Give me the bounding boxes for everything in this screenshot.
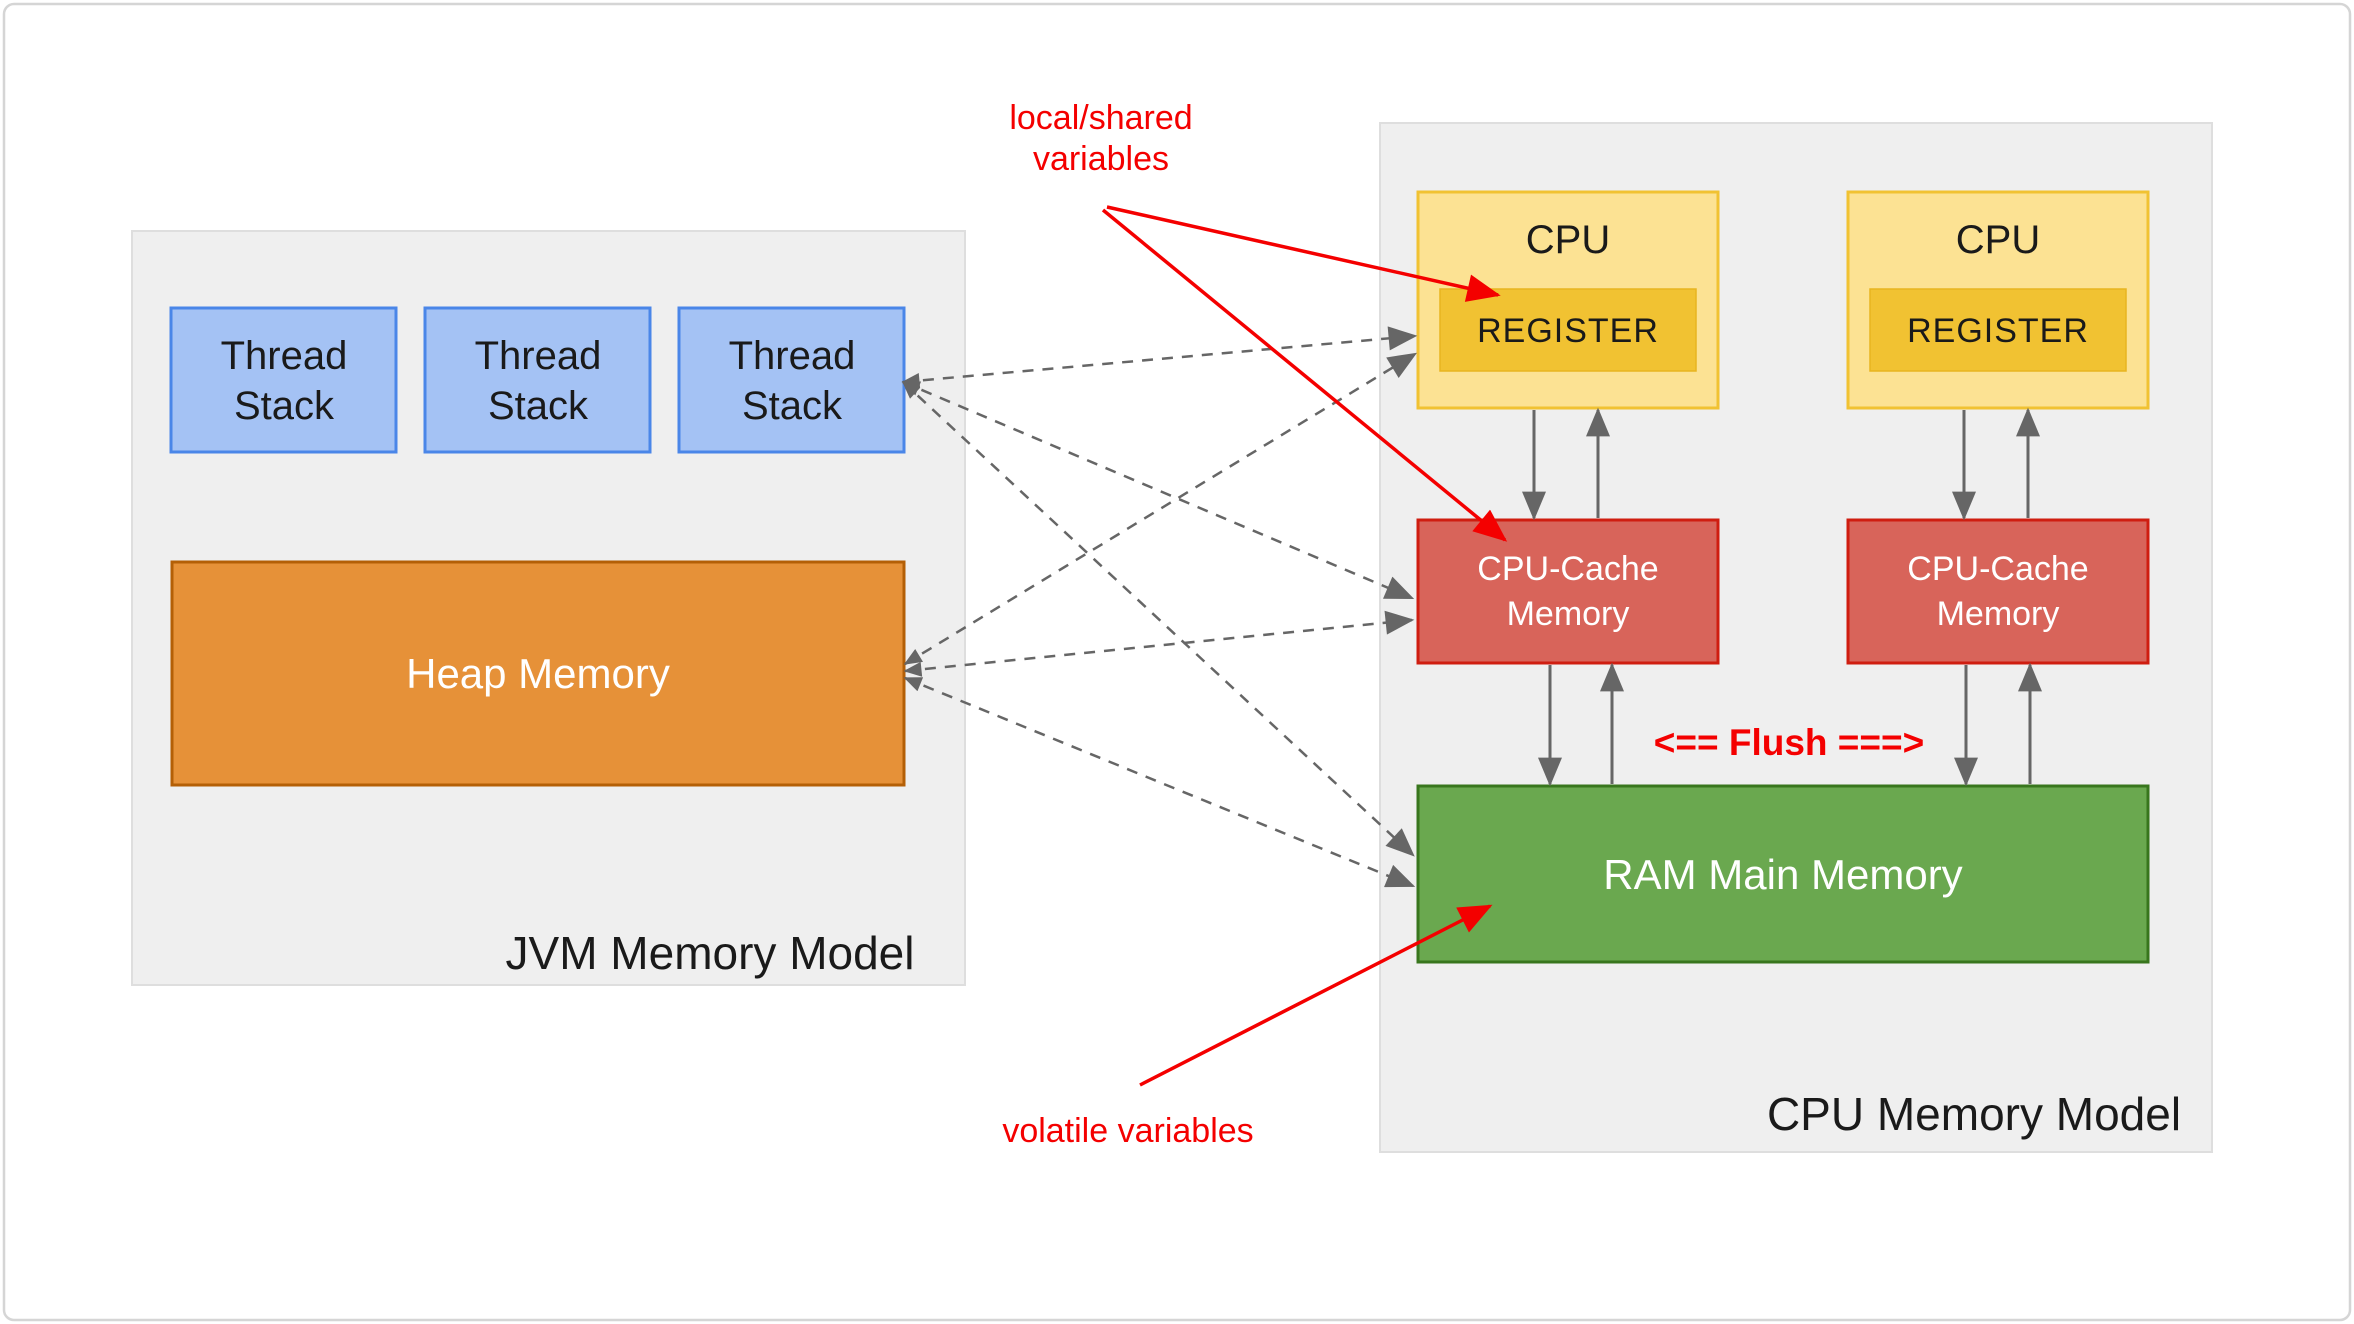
cpu-cache-1-label-line2: Memory bbox=[1507, 595, 1630, 633]
local-shared-variables-label-line2: variables bbox=[1033, 140, 1169, 178]
thread-stack-2-label-line2: Stack bbox=[488, 384, 589, 428]
cpu-1-label: CPU bbox=[1526, 218, 1610, 262]
thread-stack-box-2 bbox=[423, 306, 652, 454]
thread-stack-3-label-line1: Thread bbox=[729, 334, 856, 378]
cpu-cache-2-label-line1: CPU-Cache bbox=[1907, 550, 2088, 588]
arrow-volatile-to-ram bbox=[1139, 904, 1493, 1087]
dashed-connector-threadstack-register bbox=[901, 326, 1418, 388]
cpu-cache-box-1 bbox=[1416, 518, 1720, 665]
cpu-panel-title: CPU Memory Model bbox=[1767, 1088, 2181, 1140]
ram-main-memory-label: RAM Main Memory bbox=[1603, 851, 1962, 898]
volatile-variables-label: volatile variables bbox=[1002, 1112, 1253, 1150]
cpu-cache-1-label-line1: CPU-Cache bbox=[1477, 550, 1658, 588]
thread-stack-3-label-line2: Stack bbox=[742, 384, 843, 428]
local-shared-variables-label-line1: local/shared bbox=[1009, 99, 1192, 137]
dashed-connector-heap-ram bbox=[903, 676, 1416, 888]
thread-stack-box-1 bbox=[169, 306, 398, 454]
thread-stack-2-label-line1: Thread bbox=[475, 334, 602, 378]
ram-main-memory-box bbox=[1416, 784, 2150, 964]
thread-stack-1-label-line1: Thread bbox=[221, 334, 348, 378]
cpu-cache-2-label-line2: Memory bbox=[1937, 595, 2060, 633]
jvm-panel-title: JVM Memory Model bbox=[506, 927, 915, 979]
thread-stack-1-label-line2: Stack bbox=[234, 384, 335, 428]
cpu-2-label: CPU bbox=[1956, 218, 2040, 262]
heap-memory-label: Heap Memory bbox=[406, 650, 670, 697]
dashed-connector-threadstack-cache bbox=[901, 380, 1415, 600]
arrow-localshared-to-cache bbox=[1101, 208, 1508, 542]
register-2-label: REGISTER bbox=[1907, 312, 2089, 350]
dashed-connector-heap-cache bbox=[903, 610, 1415, 677]
flush-label: <== Flush ===> bbox=[1654, 722, 1924, 763]
heap-memory-box bbox=[170, 560, 906, 787]
register-1-label: REGISTER bbox=[1477, 312, 1659, 350]
cpu-cache-box-2 bbox=[1846, 518, 2150, 665]
arrow-localshared-to-register bbox=[1106, 205, 1501, 302]
register-box-1 bbox=[1439, 288, 1697, 372]
register-box-2 bbox=[1869, 288, 2127, 372]
dashed-connector-heap-register bbox=[903, 352, 1418, 666]
thread-stack-box-3 bbox=[677, 306, 906, 454]
